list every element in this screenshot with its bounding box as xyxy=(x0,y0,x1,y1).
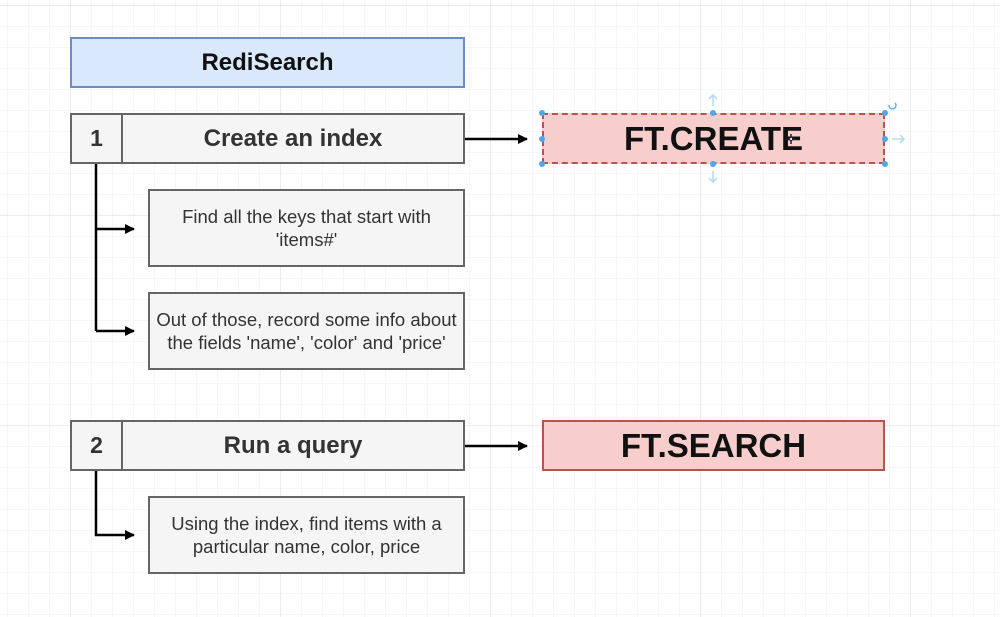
rotate-handle-icon[interactable] xyxy=(888,102,897,110)
ft-create-command-box[interactable]: FT.CREATE xyxy=(542,113,885,164)
ft-search-command: FT.SEARCH xyxy=(620,426,807,464)
step-1-detail-1-box[interactable]: Find all the keys that start with 'items… xyxy=(148,189,465,267)
ft-search-command-box[interactable]: FT.SEARCH xyxy=(542,420,885,471)
ft-create-command: FT.CREATE xyxy=(623,119,804,157)
connection-hint-arrows[interactable] xyxy=(708,93,906,184)
step-2-detail-1-box[interactable]: Using the index, find items with a parti… xyxy=(148,496,465,574)
diagram-title: RediSearch xyxy=(201,48,334,76)
step-1-detail-2: Out of those, record some info about the… xyxy=(156,308,457,353)
step-1-label: Create an index xyxy=(203,124,383,152)
step-1-label-box[interactable]: Create an index xyxy=(121,113,465,164)
step-2-detail-1: Using the index, find items with a parti… xyxy=(171,512,442,557)
step-2-label-box[interactable]: Run a query xyxy=(121,420,465,471)
step-2-label: Run a query xyxy=(223,431,363,459)
step-1-detail-1: Find all the keys that start with 'items… xyxy=(182,205,431,250)
diagram-title-box[interactable]: RediSearch xyxy=(70,37,465,88)
selection-handles[interactable] xyxy=(539,110,888,167)
step-2-branch-line xyxy=(94,471,135,540)
move-cursor-icon xyxy=(786,134,796,144)
step-1-detail-2-box[interactable]: Out of those, record some info about the… xyxy=(148,292,465,370)
step-2-number: 2 xyxy=(90,432,103,458)
step-1-number-box[interactable]: 1 xyxy=(70,113,123,164)
step-1-number: 1 xyxy=(90,125,103,151)
